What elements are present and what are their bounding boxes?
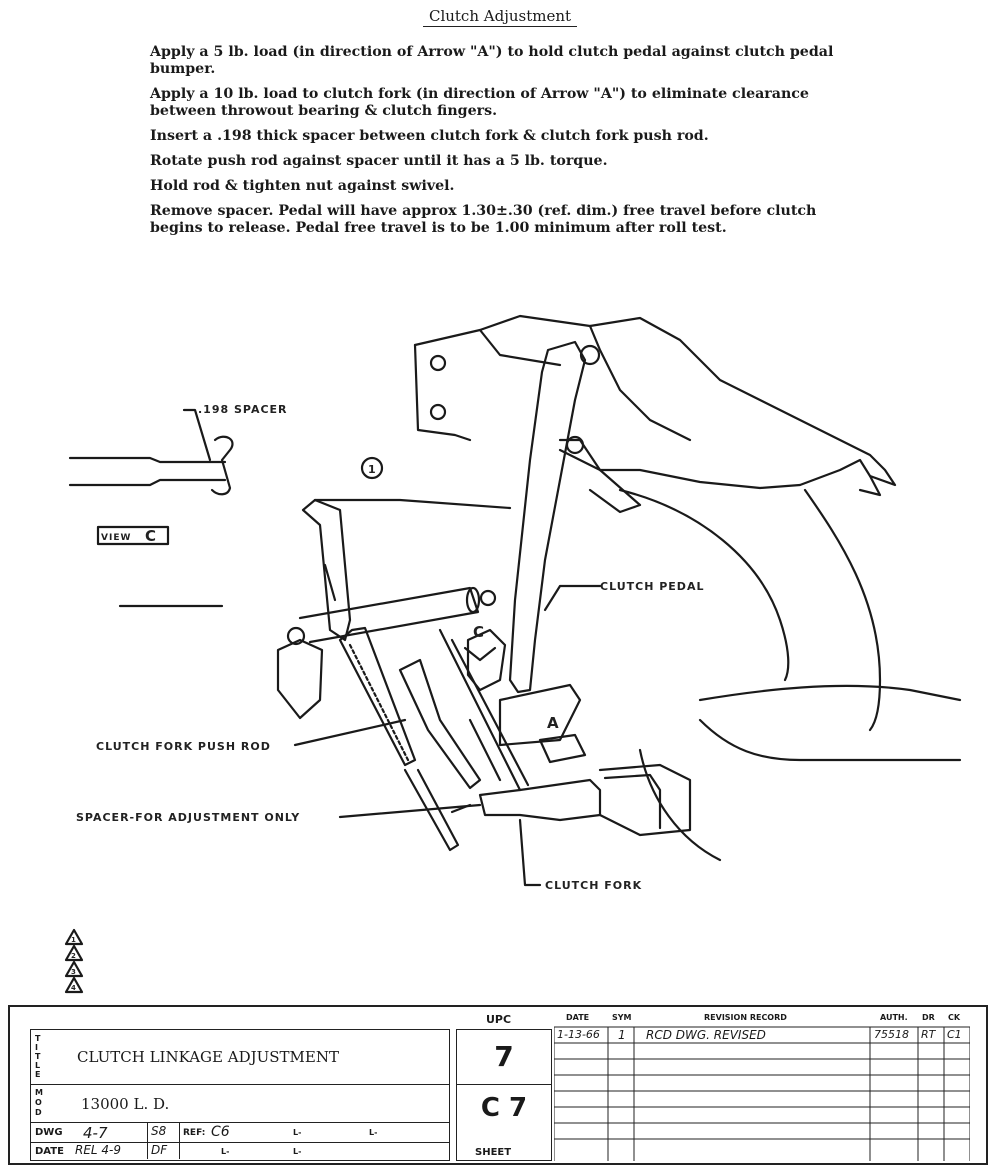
- rev-row-sym: 1: [618, 1028, 626, 1042]
- rev-header-sym: SYM: [612, 1013, 632, 1022]
- document-title: Clutch Adjustment: [422, 7, 578, 27]
- mod-side-label: MOD: [35, 1088, 43, 1117]
- upc-value: 7: [494, 1040, 514, 1073]
- rev-triangle-4: 4: [71, 984, 77, 992]
- model-value: 13000 L. D.: [81, 1095, 170, 1113]
- ref-label: REF:: [183, 1128, 206, 1138]
- upc-header: UPC: [458, 1007, 552, 1029]
- spacer-detail-label: .198 SPACER: [198, 403, 288, 416]
- dwg-cell: DWG 4-7 S8 REF: C6 L- L- DATE REL 4-9 DF…: [30, 1123, 450, 1161]
- revision-grid: [554, 1026, 970, 1161]
- instruction-2: Apply a 10 lb. load to clutch fork (in d…: [150, 86, 809, 119]
- rev-header-auth: AUTH.: [880, 1013, 908, 1022]
- dwg-value: 4-7: [83, 1124, 108, 1142]
- date-value: REL 4-9: [75, 1143, 122, 1157]
- title-side-label: TITLE: [35, 1034, 41, 1079]
- view-label: VIEW: [101, 533, 131, 543]
- spacer-shape: [210, 435, 234, 496]
- rev-row-ck: C1: [947, 1028, 962, 1041]
- frame-bracket: [413, 314, 897, 490]
- rev-triangle-2: 2: [71, 952, 77, 960]
- instruction-4: Rotate push rod against spacer until it …: [150, 153, 608, 169]
- l-mark-4: L-: [293, 1147, 302, 1156]
- housing-contour: [803, 488, 882, 732]
- clutch-pedal-label: CLUTCH PEDAL: [600, 580, 704, 593]
- title-block: TITLE CLUTCH LINKAGE ADJUSTMENT MOD 1300…: [8, 1005, 988, 1165]
- upc-label: UPC: [486, 1013, 512, 1026]
- rev-header-date: DATE: [566, 1013, 590, 1022]
- date-code: DF: [151, 1143, 168, 1157]
- dwg-code: S8: [151, 1124, 167, 1138]
- model-cell: MOD 13000 L. D.: [30, 1085, 450, 1123]
- l-mark-3: L-: [221, 1147, 230, 1156]
- push-rod: [398, 658, 482, 790]
- circle-number: 1: [368, 463, 377, 476]
- dwg-label: DWG: [35, 1127, 63, 1138]
- rev-row-auth: 75518: [874, 1028, 909, 1041]
- arrow-c-label: C: [473, 623, 485, 641]
- clutch-linkage-drawing: .198 SPACER VIEW C 1 CLUTCH PEDAL C A CL…: [64, 314, 962, 994]
- instruction-1: Apply a 5 lb. load (in direction of Arro…: [150, 44, 834, 77]
- clutch-pedal-arm: [508, 340, 587, 694]
- return-spring: [338, 626, 417, 767]
- clutch-fork-label: CLUTCH FORK: [545, 879, 642, 892]
- rev-row-record: RCD DWG. REVISED: [646, 1028, 766, 1042]
- rev-triangle-3: 3: [71, 968, 77, 976]
- instruction-5: Hold rod & tighten nut against swivel.: [150, 178, 455, 194]
- push-rod-label: CLUTCH FORK PUSH ROD: [96, 740, 271, 753]
- document-title-wrap: Clutch Adjustment: [0, 6, 1000, 27]
- code-value: C 7: [480, 1093, 528, 1123]
- rev-triangle-1: 1: [71, 936, 77, 944]
- revision-record: DATE SYM REVISION RECORD AUTH. DR CK 1-1…: [554, 1007, 970, 1161]
- l-mark-2: L-: [369, 1128, 378, 1137]
- view-letter: C: [145, 527, 157, 545]
- instruction-3: Insert a .198 thick spacer between clutc…: [150, 128, 709, 144]
- date-label: DATE: [35, 1146, 64, 1157]
- code-cell: C 7 SHEET: [456, 1085, 552, 1161]
- clutch-fork: [478, 778, 602, 822]
- rev-header-dr: DR: [922, 1013, 935, 1022]
- spacer-adjust-label: SPACER-FOR ADJUSTMENT ONLY: [76, 811, 300, 824]
- title-cell: TITLE CLUTCH LINKAGE ADJUSTMENT: [30, 1029, 450, 1085]
- rev-row-date: 1-13-66: [557, 1028, 600, 1041]
- upc-cell: 7: [456, 1029, 552, 1085]
- rev-row-dr: RT: [921, 1028, 936, 1041]
- arrow-a-label: A: [547, 714, 560, 732]
- sheet-label: SHEET: [475, 1147, 512, 1158]
- lever-arm: [301, 498, 352, 642]
- cross-shaft: [298, 586, 480, 644]
- spacer-detail-rod: [68, 456, 227, 464]
- l-mark-1: L-: [293, 1128, 302, 1137]
- ref-value: C6: [211, 1124, 230, 1140]
- rev-header-ck: CK: [948, 1013, 961, 1022]
- drawing-title: CLUTCH LINKAGE ADJUSTMENT: [77, 1048, 339, 1066]
- rev-header-record: REVISION RECORD: [704, 1013, 787, 1022]
- instructions: Apply a 5 lb. load (in direction of Arro…: [150, 44, 870, 245]
- instruction-6: Remove spacer. Pedal will have approx 1.…: [150, 203, 817, 236]
